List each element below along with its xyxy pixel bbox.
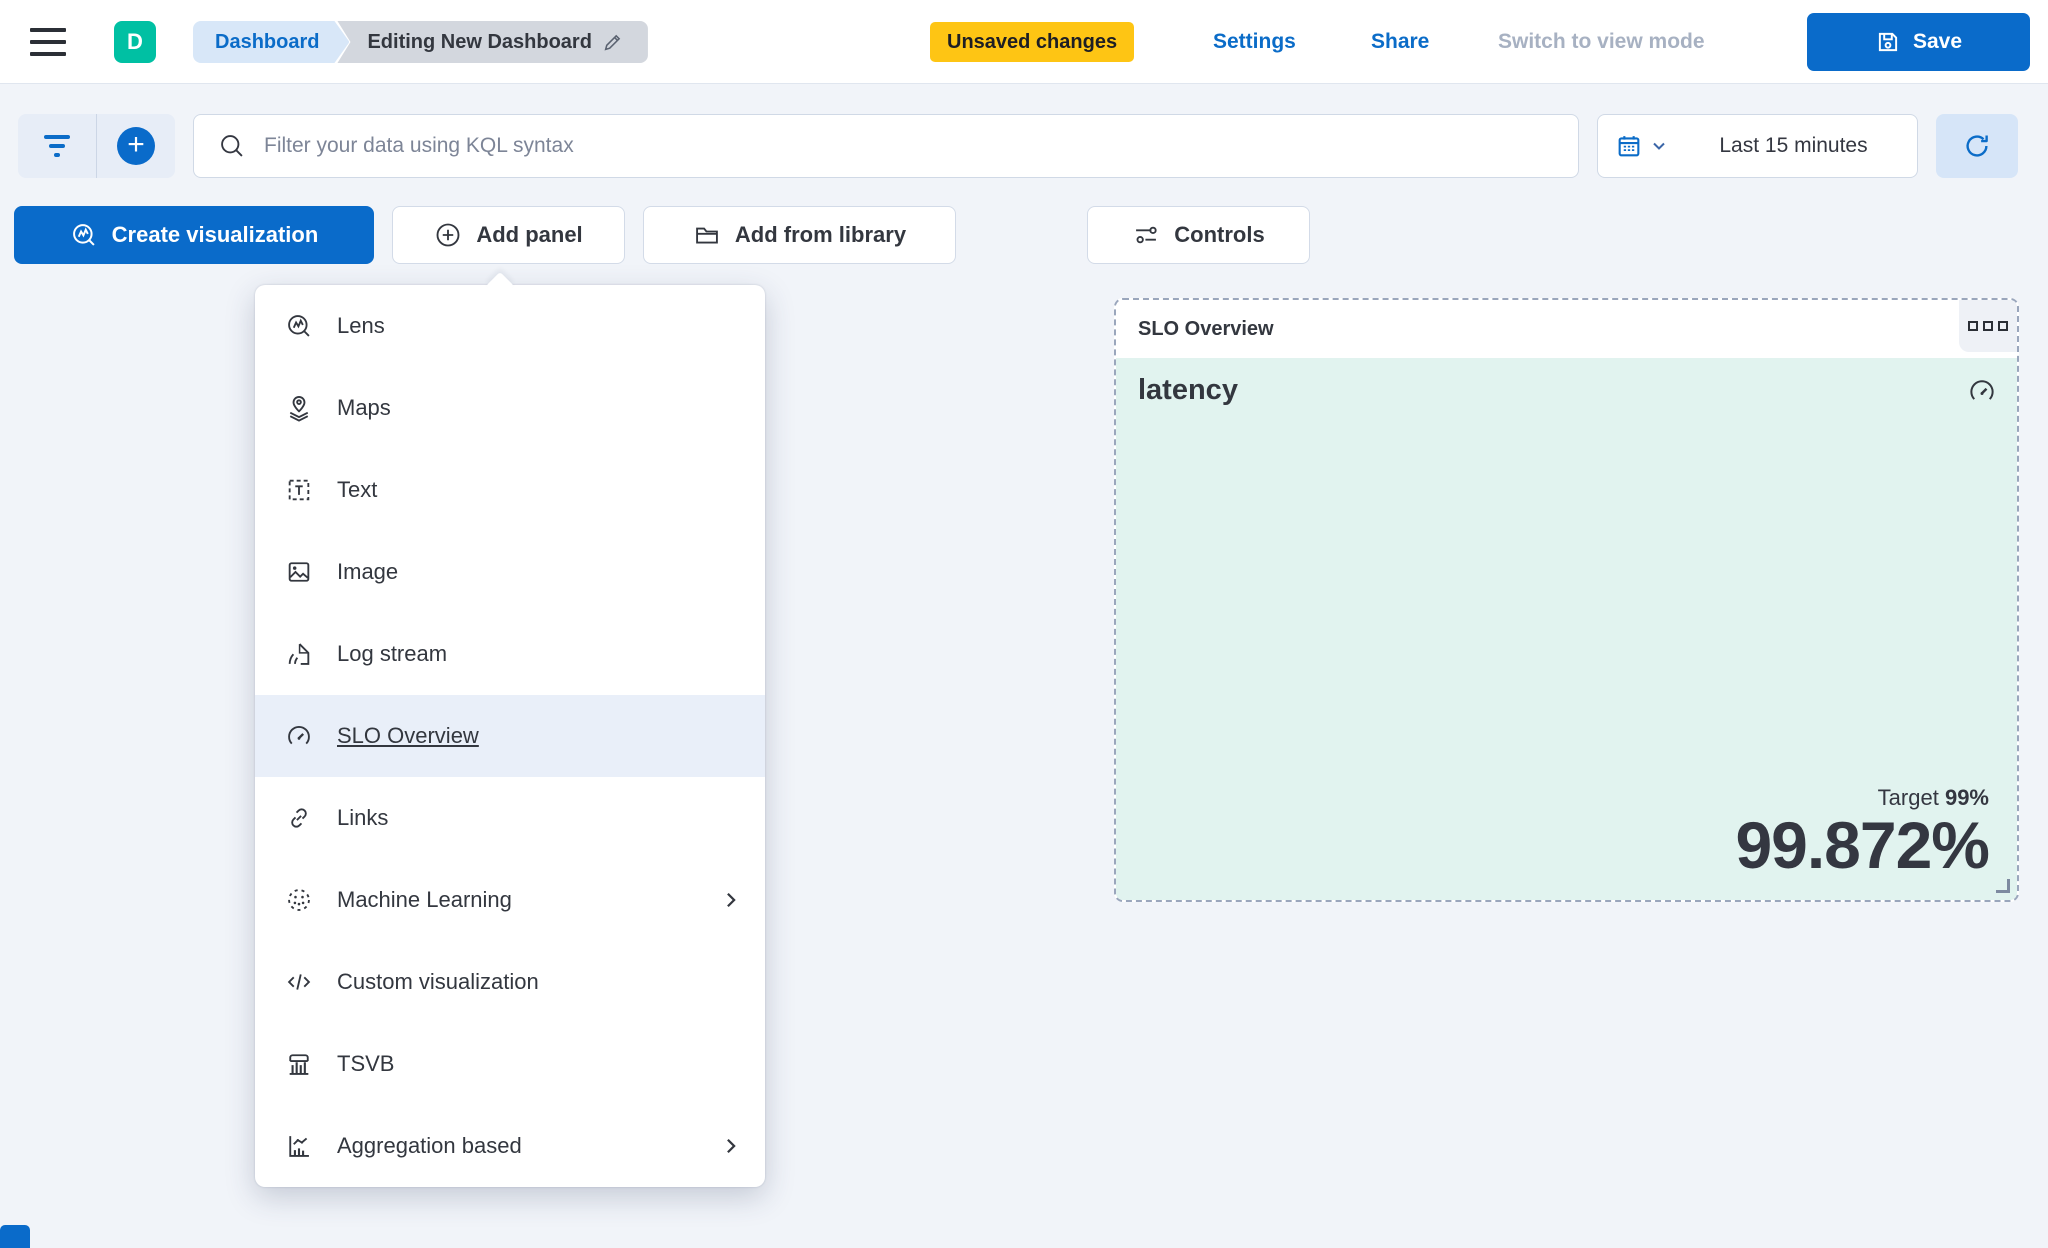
filter-controls-group: + — [18, 114, 175, 178]
breadcrumb-dashboard[interactable]: Dashboard — [193, 21, 349, 63]
search-icon — [221, 135, 243, 157]
panel-title: SLO Overview — [1138, 317, 1274, 340]
slo-overview-panel: SLO Overview latency Target 99% 99.872% — [1114, 298, 2019, 902]
menu-item-log-stream[interactable]: Log stream — [255, 613, 765, 695]
switch-to-view-mode-link[interactable]: Switch to view mode — [1498, 30, 1705, 53]
add-panel-menu: Lens Maps Text Image Log stream SLO Over… — [255, 271, 765, 1187]
panel-header: SLO Overview — [1116, 300, 2017, 358]
refresh-icon — [1966, 135, 1988, 157]
top-navigation-bar: D Dashboard Editing New Dashboard Unsave… — [0, 0, 2048, 84]
save-button[interactable]: Save — [1807, 13, 2030, 71]
add-from-library-button[interactable]: Add from library — [643, 206, 956, 264]
menu-hamburger-icon[interactable] — [30, 24, 70, 60]
settings-link[interactable]: Settings — [1213, 30, 1296, 53]
search-input[interactable] — [264, 134, 1554, 158]
sli-value: 99.872% — [1735, 807, 1990, 882]
maps-icon — [289, 395, 309, 422]
gauge-icon — [1970, 380, 1994, 400]
slo-name: latency — [1138, 374, 1238, 406]
menu-item-slo-overview[interactable]: SLO Overview — [255, 695, 765, 777]
quick-select-menu-button[interactable] — [1598, 115, 1684, 177]
controls-button[interactable]: Controls — [1087, 206, 1310, 264]
time-range-value[interactable]: Last 15 minutes — [1719, 134, 1868, 157]
chevron-right-icon — [727, 1138, 736, 1154]
bottom-left-blue-indicator — [0, 1225, 30, 1248]
boxes-icon — [1968, 321, 1978, 331]
plus-circle-icon: + — [117, 127, 155, 165]
refresh-button[interactable] — [1936, 114, 2018, 178]
add-panel-button[interactable]: Add panel — [392, 206, 625, 264]
create-visualization-button[interactable]: Create visualization — [14, 206, 374, 264]
filter-button[interactable] — [18, 114, 96, 178]
breadcrumb: Dashboard Editing New Dashboard — [193, 21, 648, 63]
kql-search-bar — [193, 114, 1579, 178]
chevron-down-icon — [1653, 142, 1665, 150]
unsaved-changes-badge: Unsaved changes — [930, 22, 1135, 62]
menu-item-lens[interactable]: Lens — [255, 285, 765, 367]
dashboard-actions: Create visualization Add panel Add from … — [14, 206, 1310, 264]
target-value: 99% — [1944, 784, 1989, 810]
time-range-picker: Last 15 minutes — [1597, 114, 1918, 178]
menu-item-machine-learning[interactable]: Machine Learning — [255, 859, 765, 941]
menu-item-text[interactable]: Text — [255, 449, 765, 531]
menu-item-image[interactable]: Image — [255, 531, 765, 613]
filter-icon — [44, 135, 70, 157]
share-link[interactable]: Share — [1371, 30, 1430, 53]
slo-card[interactable]: latency Target 99% 99.872% — [1116, 358, 2017, 900]
code-icon — [287, 974, 311, 990]
menu-item-custom-visualization[interactable]: Custom visualization — [255, 941, 765, 1023]
save-floppy-icon — [1878, 32, 1898, 52]
image-icon — [288, 562, 310, 582]
text-icon — [288, 479, 310, 501]
panel-resize-handle[interactable] — [1996, 879, 2010, 893]
lens-icon — [72, 224, 95, 246]
link-icon — [291, 808, 307, 828]
log-stream-icon — [288, 643, 310, 665]
menu-item-links[interactable]: Links — [255, 777, 765, 859]
sliders-icon — [1136, 226, 1157, 244]
menu-item-maps[interactable]: Maps — [255, 367, 765, 449]
slo-metrics: Target 99% 99.872% — [1735, 784, 1990, 882]
machine-learning-icon — [288, 889, 310, 911]
menu-item-tsvb[interactable]: TSVB — [255, 1023, 765, 1105]
calendar-icon — [1618, 136, 1640, 157]
app-logo[interactable]: D — [114, 21, 156, 63]
menu-item-aggregation-based[interactable]: Aggregation based — [255, 1105, 765, 1187]
plus-in-circle-icon — [436, 223, 460, 247]
panel-options-button[interactable] — [1959, 300, 2017, 352]
lens-icon — [288, 315, 310, 337]
pencil-icon — [604, 34, 621, 51]
chevron-right-icon — [727, 892, 736, 908]
add-filter-button[interactable]: + — [96, 114, 175, 178]
breadcrumb-current[interactable]: Editing New Dashboard — [337, 21, 648, 63]
gauge-icon — [288, 725, 310, 745]
target-label: Target — [1877, 784, 1939, 810]
tsvb-icon — [289, 1054, 309, 1075]
folder-icon — [696, 227, 718, 244]
aggregation-icon — [289, 1136, 309, 1157]
